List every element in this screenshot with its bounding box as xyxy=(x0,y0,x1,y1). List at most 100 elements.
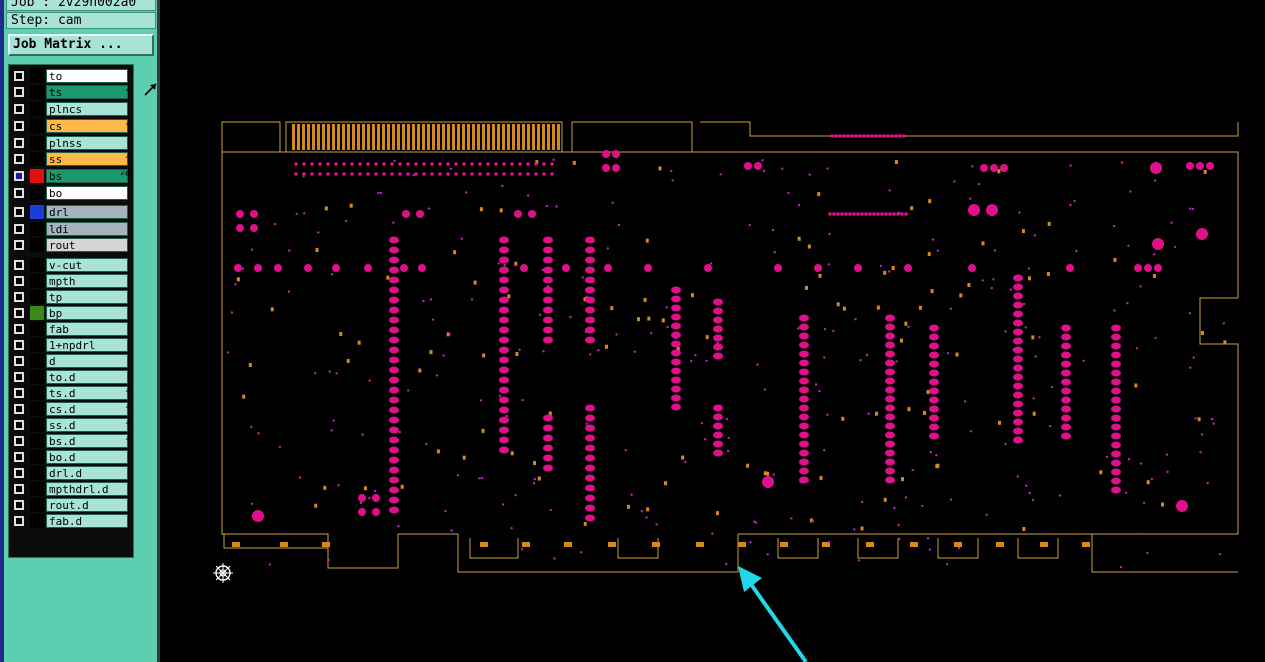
job-matrix-button[interactable]: Job Matrix ... xyxy=(8,34,154,56)
layer-color-swatch[interactable] xyxy=(30,450,44,464)
layer-row-plncs[interactable]: plncs xyxy=(9,101,133,117)
layer-color-swatch[interactable] xyxy=(30,466,44,480)
pcb-board-view[interactable] xyxy=(218,118,1248,580)
layer-row-tp[interactable]: tp xyxy=(9,289,133,305)
layer-checkbox[interactable] xyxy=(14,516,24,526)
layer-row-to[interactable]: to xyxy=(9,68,133,84)
layer-name[interactable]: plnss xyxy=(46,136,128,150)
layer-name[interactable]: tp xyxy=(46,290,128,304)
layer-color-swatch[interactable] xyxy=(30,152,44,166)
layer-checkbox[interactable] xyxy=(14,207,24,217)
layer-name[interactable]: ss xyxy=(46,152,128,166)
layer-color-swatch[interactable] xyxy=(30,418,44,432)
layer-name[interactable]: v-cut xyxy=(46,258,128,272)
layer-checkbox[interactable] xyxy=(14,188,24,198)
layer-name[interactable]: bs.d xyxy=(46,434,128,448)
layer-name[interactable]: bs xyxy=(46,169,128,183)
layer-name[interactable]: bp xyxy=(46,306,128,320)
layer-name[interactable]: plncs xyxy=(46,102,128,116)
layer-checkbox[interactable] xyxy=(14,292,24,302)
layer-color-swatch[interactable] xyxy=(30,386,44,400)
layer-row-ts[interactable]: ts✍ xyxy=(9,84,133,100)
layer-name[interactable]: ts.d xyxy=(46,386,128,400)
layer-row-rout.d[interactable]: rout.d xyxy=(9,497,133,513)
layer-row-mpth[interactable]: mpth xyxy=(9,273,133,289)
layer-checkbox[interactable] xyxy=(14,388,24,398)
layer-name[interactable]: ss.d xyxy=(46,418,128,432)
layer-row-ldi[interactable]: ldi xyxy=(9,221,133,237)
layer-row-v-cut[interactable]: v-cut xyxy=(9,257,133,273)
layer-color-swatch[interactable] xyxy=(30,169,44,183)
layer-name[interactable]: drl.d xyxy=(46,466,128,480)
layer-color-swatch[interactable] xyxy=(30,434,44,448)
layer-checkbox[interactable] xyxy=(14,154,24,164)
layer-row-rout[interactable]: rout xyxy=(9,237,133,253)
layer-name[interactable]: rout.d xyxy=(46,498,128,512)
layer-row-bp[interactable]: bp xyxy=(9,305,133,321)
layer-color-swatch[interactable] xyxy=(30,222,44,236)
layer-row-mpthdrl.d[interactable]: mpthdrl.d xyxy=(9,481,133,497)
layer-color-swatch[interactable] xyxy=(30,136,44,150)
layer-name[interactable]: to xyxy=(46,69,128,83)
layer-row-ss.d[interactable]: ss.d✍ xyxy=(9,417,133,433)
layer-row-bs[interactable]: bs✍⊞ xyxy=(9,168,133,184)
layer-checkbox[interactable] xyxy=(14,121,24,131)
layer-row-fab.d[interactable]: fab.d xyxy=(9,513,133,529)
layer-checkbox[interactable] xyxy=(14,436,24,446)
layer-row-plnss[interactable]: plnss xyxy=(9,135,133,151)
layer-color-swatch[interactable] xyxy=(30,322,44,336)
layer-name[interactable]: bo xyxy=(46,186,128,200)
layer-checkbox[interactable] xyxy=(14,484,24,494)
layer-row-to.d[interactable]: to.d xyxy=(9,369,133,385)
layer-color-swatch[interactable] xyxy=(30,69,44,83)
layer-color-swatch[interactable] xyxy=(30,402,44,416)
layer-checkbox[interactable] xyxy=(14,240,24,250)
layer-color-swatch[interactable] xyxy=(30,238,44,252)
layer-color-swatch[interactable] xyxy=(30,186,44,200)
layer-row-d[interactable]: d xyxy=(9,353,133,369)
layer-checkbox[interactable] xyxy=(14,224,24,234)
layer-row-fab[interactable]: fab xyxy=(9,321,133,337)
layer-color-swatch[interactable] xyxy=(30,306,44,320)
layer-name[interactable]: ts xyxy=(46,85,128,99)
layer-name[interactable]: 1+npdrl xyxy=(46,338,128,352)
layer-color-swatch[interactable] xyxy=(30,102,44,116)
layer-checkbox[interactable] xyxy=(14,404,24,414)
layer-checkbox[interactable] xyxy=(14,138,24,148)
layer-name[interactable]: cs xyxy=(46,119,128,133)
crosshair-wheel-icon[interactable] xyxy=(212,562,234,584)
layer-checkbox[interactable] xyxy=(14,104,24,114)
layer-checkbox[interactable] xyxy=(14,87,24,97)
layer-name[interactable]: fab xyxy=(46,322,128,336)
layer-row-cs.d[interactable]: cs.d✍ xyxy=(9,401,133,417)
layer-color-swatch[interactable] xyxy=(30,290,44,304)
layer-row-drl[interactable]: drl xyxy=(9,204,133,220)
layer-name[interactable]: mpthdrl.d xyxy=(46,482,128,496)
layer-checkbox[interactable] xyxy=(14,500,24,510)
layer-color-swatch[interactable] xyxy=(30,119,44,133)
layer-name[interactable]: fab.d xyxy=(46,514,128,528)
layer-checkbox[interactable] xyxy=(14,452,24,462)
layer-checkbox[interactable] xyxy=(14,276,24,286)
layer-name[interactable]: rout xyxy=(46,238,128,252)
layer-color-swatch[interactable] xyxy=(30,338,44,352)
layer-checkbox[interactable] xyxy=(14,420,24,430)
layer-color-swatch[interactable] xyxy=(30,370,44,384)
layer-color-swatch[interactable] xyxy=(30,498,44,512)
layer-name[interactable]: ldi xyxy=(46,222,128,236)
layer-row-ts.d[interactable]: ts.d✍ xyxy=(9,385,133,401)
layer-checkbox[interactable] xyxy=(14,356,24,366)
layer-name[interactable]: bo.d xyxy=(46,450,128,464)
layer-checkbox[interactable] xyxy=(14,71,24,81)
layer-color-swatch[interactable] xyxy=(30,85,44,99)
layer-row-1+npdrl[interactable]: 1+npdrl xyxy=(9,337,133,353)
layer-row-bs.d[interactable]: bs.d✍ xyxy=(9,433,133,449)
layer-name[interactable]: to.d xyxy=(46,370,128,384)
layer-checkbox[interactable] xyxy=(14,324,24,334)
layer-color-swatch[interactable] xyxy=(30,482,44,496)
layer-name[interactable]: drl xyxy=(46,205,128,219)
layer-checkbox[interactable] xyxy=(14,260,24,270)
layer-checkbox[interactable] xyxy=(14,340,24,350)
layer-checkbox[interactable] xyxy=(14,468,24,478)
layer-row-cs[interactable]: cs✍ xyxy=(9,118,133,134)
